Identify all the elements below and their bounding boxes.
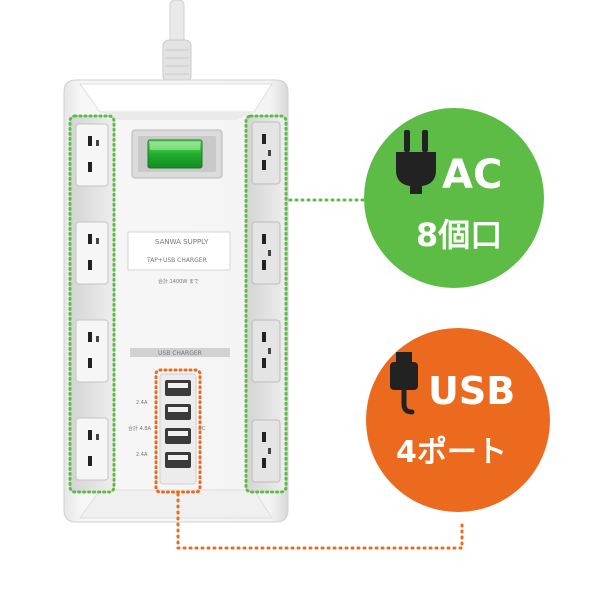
usb-highlight — [154, 368, 202, 494]
ac-outlet — [251, 319, 281, 383]
usb-port — [165, 404, 191, 420]
power-cord — [162, 0, 192, 83]
brand-logo: SANWA SUPPLY — [155, 238, 209, 246]
ac-outlet — [251, 121, 281, 185]
ac-outlet — [75, 221, 109, 285]
ac-outlet — [75, 417, 109, 481]
usb-rating-mid: 合計 4.8A — [128, 425, 152, 432]
rating-text: 合計 1400W まで — [158, 278, 199, 285]
usb-ports — [159, 373, 197, 485]
ac-callout-badge: AC 8個口 — [364, 108, 544, 288]
usb-rating-dc: DC — [198, 426, 206, 432]
ac-outlet — [251, 419, 281, 483]
usb-rating-top: 2.4A — [136, 400, 148, 406]
ac-callout-subtitle: 8個口 — [416, 216, 502, 254]
usb-port — [165, 452, 191, 468]
ac-callout-title: AC — [442, 152, 502, 198]
ac-outlet — [75, 319, 109, 383]
ac-outlet — [75, 123, 109, 187]
ac-outlet — [251, 221, 281, 285]
ac-highlight-right — [244, 114, 288, 494]
ac-plug-icon — [396, 130, 436, 194]
usb-callout-title: USB — [428, 369, 515, 413]
ac-outlets-right — [251, 121, 281, 483]
power-strip-body — [63, 79, 289, 523]
product-label: TAP+USB CHARGER — [146, 257, 207, 264]
usb-callout-badge: USB 4ポート — [366, 328, 550, 512]
ac-outlets-left — [75, 123, 109, 481]
usb-plug-icon — [390, 352, 418, 415]
ac-highlight-left — [68, 114, 116, 494]
usb-port — [165, 380, 191, 396]
power-switch — [131, 129, 223, 179]
usb-panel-label: USB CHARGER — [158, 350, 202, 357]
usb-rating-bottom: 2.4A — [136, 452, 148, 458]
brand-label-panel — [127, 231, 231, 271]
usb-panel-strip — [130, 348, 230, 357]
usb-port — [165, 428, 191, 444]
usb-callout-subtitle: 4ポート — [396, 435, 507, 470]
